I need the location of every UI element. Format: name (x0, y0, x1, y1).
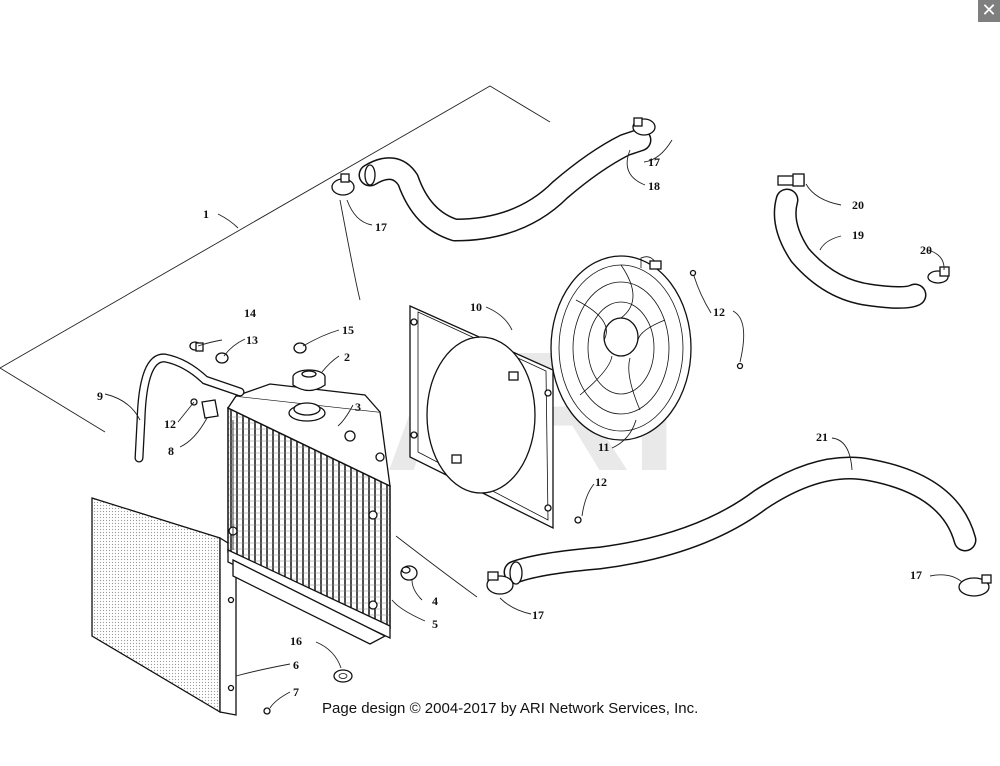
hose-clamp-small-upper (777, 173, 805, 187)
callout-20-upper: 20 (852, 198, 864, 212)
radiator-cap (292, 369, 326, 392)
callout-13: 13 (246, 333, 258, 347)
radiator-screen (91, 497, 237, 716)
close-icon[interactable]: ✕ (978, 0, 1000, 22)
radiator (227, 383, 391, 645)
drain-washer (333, 669, 353, 683)
callout-1: 1 (203, 207, 209, 221)
screen-bolt (263, 707, 271, 715)
callout-17-lower-left: 17 (532, 608, 544, 622)
hose-clamp-upper-left (331, 173, 355, 196)
callout-12-bracket: 12 (164, 417, 176, 431)
callout-16: 16 (290, 634, 302, 648)
callout-19: 19 (852, 228, 864, 242)
hose-clamp-upper-right (632, 117, 656, 136)
callout-15: 15 (342, 323, 354, 337)
grommet-13 (215, 352, 229, 364)
hose-clamp-lower-right (958, 574, 992, 597)
callout-10: 10 (470, 300, 482, 314)
callout-3: 3 (355, 400, 361, 414)
bolt-14 (189, 341, 204, 352)
cooling-fan (550, 255, 692, 441)
callout-12-fan: 12 (713, 305, 725, 319)
callout-21: 21 (816, 430, 828, 444)
hose-clamp-small-lower (927, 266, 950, 284)
assembly-outline (0, 85, 551, 433)
hose-bracket (190, 398, 219, 419)
callout-4: 4 (432, 594, 438, 608)
overflow-hose (134, 353, 245, 463)
upper-hose (358, 128, 652, 242)
callout-7: 7 (293, 685, 299, 699)
callout-9: 9 (97, 389, 103, 403)
callout-20-lower: 20 (920, 243, 932, 257)
callout-12-shroud: 12 (595, 475, 607, 489)
bypass-hose (773, 188, 927, 309)
callout-14: 14 (244, 306, 256, 320)
cap-adapter (293, 342, 307, 354)
callout-17-lower-right: 17 (910, 568, 922, 582)
copyright-notice: Page design © 2004-2017 by ARI Network S… (322, 700, 698, 717)
callout-8: 8 (168, 444, 174, 458)
drain-plug (400, 565, 418, 581)
callout-11: 11 (598, 440, 609, 454)
lower-hose (503, 456, 977, 585)
callout-6: 6 (293, 658, 299, 672)
leader-lines (104, 139, 963, 709)
fan-bolts (574, 269, 744, 524)
callout-2: 2 (344, 350, 350, 364)
callout-17-upper-right: 17 (648, 155, 660, 169)
callout-labels: 1 2 3 4 5 6 7 8 9 10 11 12 12 12 13 14 1… (97, 155, 932, 699)
callout-18: 18 (648, 179, 660, 193)
fan-shroud (409, 304, 554, 530)
callout-17-upper-left: 17 (375, 220, 387, 234)
callout-5: 5 (432, 617, 438, 631)
hose-clamp-lower-left (486, 571, 514, 595)
